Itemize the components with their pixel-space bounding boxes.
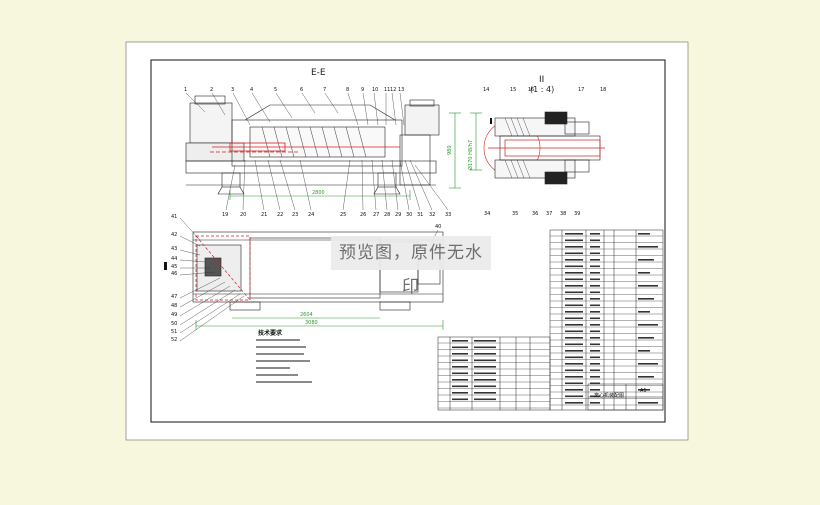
balloon-28: 28 (384, 212, 390, 218)
balloon-8: 8 (346, 87, 349, 93)
balloon-47: 47 (171, 294, 177, 300)
balloon-21: 21 (261, 212, 267, 218)
balloon-18: 18 (600, 87, 606, 93)
detail-red-lines (488, 139, 605, 157)
balloon-17: 17 (578, 87, 584, 93)
balloon-3: 3 (231, 87, 234, 93)
balloon-31: 31 (417, 212, 423, 218)
balloon-11: 11 (384, 87, 390, 93)
balloon-32: 32 (429, 212, 435, 218)
plan-dimension-lines (195, 317, 444, 330)
dim-fit: Ø170 H8/h7 (467, 140, 474, 170)
balloon-22: 22 (277, 212, 283, 218)
parts-list-fills (452, 233, 658, 404)
balloon-48: 48 (171, 303, 177, 309)
detail-view (483, 111, 601, 185)
red-shaft-lines (210, 142, 400, 153)
balloon-46: 46 (171, 271, 177, 277)
notes-lines (256, 339, 312, 383)
detail-view-label: II (539, 75, 545, 85)
balloon-19: 19 (222, 212, 228, 218)
view-markers (164, 118, 492, 270)
balloon-30: 30 (406, 212, 412, 218)
balloon-38: 38 (560, 211, 566, 217)
section-view-label: E-E (311, 68, 326, 78)
balloon-16: 16 (528, 87, 534, 93)
preview-watermark-banner: 预览图，原件无水印 (331, 236, 491, 297)
balloon-37: 37 (546, 211, 552, 217)
balloon-39: 39 (574, 211, 580, 217)
balloon-7: 7 (323, 87, 326, 93)
dim-height: 980 (447, 145, 453, 155)
balloon-49: 49 (171, 312, 177, 318)
balloon-34: 34 (484, 211, 490, 217)
balloon-12: 12 (390, 87, 396, 93)
balloon-29: 29 (395, 212, 401, 218)
title-block-drawing-name: 离心机装配图 (594, 393, 625, 399)
balloon-5: 5 (274, 87, 277, 93)
balloon-27: 27 (373, 212, 379, 218)
balloon-2: 2 (210, 87, 213, 93)
balloon-40: 40 (435, 224, 441, 230)
balloon-23: 23 (292, 212, 298, 218)
dim-plan-length-2: 3080 (305, 320, 318, 326)
green-dimension-lines (229, 112, 482, 200)
leader-lines-bottom (225, 159, 449, 211)
balloon-9: 9 (361, 87, 364, 93)
notes-heading: 技术要求 (258, 330, 283, 337)
balloon-35: 35 (512, 211, 518, 217)
drawing-frame (150, 59, 666, 423)
dim-main-length: 2800 (312, 190, 325, 196)
balloon-10: 10 (372, 87, 378, 93)
balloon-43: 43 (171, 246, 177, 252)
detail-scale-label: (1 : 4) (530, 85, 555, 94)
balloon-13: 13 (398, 87, 404, 93)
balloon-52: 52 (171, 337, 177, 343)
balloon-6: 6 (300, 87, 303, 93)
balloon-42: 42 (171, 232, 177, 238)
balloon-26: 26 (360, 212, 366, 218)
balloon-50: 50 (171, 321, 177, 327)
balloon-15: 15 (510, 87, 516, 93)
balloon-1: 1 (184, 87, 187, 93)
balloon-45: 45 (171, 264, 177, 270)
balloon-44: 44 (171, 256, 177, 262)
balloon-41: 41 (171, 214, 177, 220)
leader-lines-top (185, 92, 405, 126)
plan-red-lines (195, 235, 251, 301)
balloon-4: 4 (250, 87, 253, 93)
balloon-25: 25 (340, 212, 346, 218)
parts-list-rows (438, 235, 663, 409)
balloon-24: 24 (308, 212, 314, 218)
title-block-sheet-code: A1 (640, 388, 647, 394)
plan-leader-lines (179, 217, 439, 342)
parts-list (437, 229, 664, 411)
balloon-20: 20 (240, 212, 246, 218)
balloon-14: 14 (483, 87, 489, 93)
dim-plan-length-1: 2604 (300, 312, 313, 318)
balloon-51: 51 (171, 329, 177, 335)
balloon-33: 33 (445, 212, 451, 218)
balloon-36: 36 (532, 211, 538, 217)
